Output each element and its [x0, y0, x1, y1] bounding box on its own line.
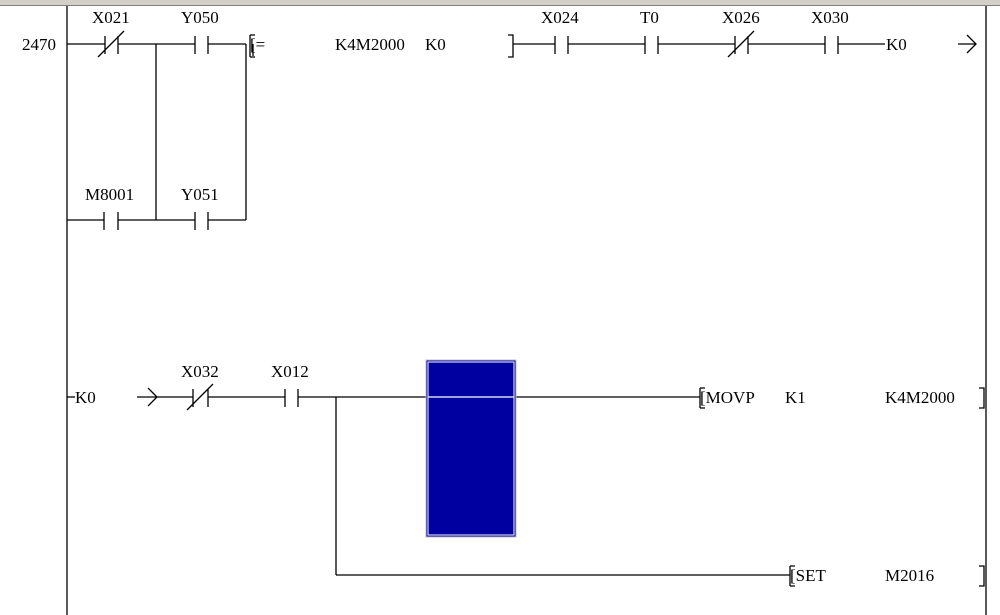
movp-instruction[interactable]: [MOVP K1 K4M2000	[699, 387, 985, 409]
contact-y050[interactable]: Y050	[181, 8, 219, 54]
continuation-arrow-icon	[137, 387, 158, 407]
contact-x032[interactable]: X032	[181, 362, 219, 411]
svg-text:Y050: Y050	[181, 8, 219, 27]
svg-text:K1: K1	[785, 388, 806, 407]
svg-text:K4M2000: K4M2000	[335, 35, 405, 54]
wire	[67, 43, 247, 221]
editor-cursor[interactable]	[425, 359, 517, 538]
svg-text:X021: X021	[92, 8, 130, 27]
svg-text:X032: X032	[181, 362, 219, 381]
contact-x021[interactable]: X021	[92, 8, 130, 58]
svg-text:X026: X026	[722, 8, 760, 27]
contact-x024[interactable]: X024	[541, 8, 579, 54]
toolbar-strip	[0, 0, 1000, 6]
editor-cursor-inner	[427, 361, 515, 536]
contact-y051[interactable]: Y051	[181, 185, 219, 230]
set-instruction[interactable]: [SET M2016	[789, 565, 985, 587]
jump-label-out: K0	[886, 35, 907, 54]
contact-t0[interactable]: T0	[640, 8, 659, 54]
continuation-arrow-icon	[958, 34, 977, 54]
svg-text:K0: K0	[425, 35, 446, 54]
contact-x012[interactable]: X012	[271, 362, 309, 407]
compare-instruction[interactable]: [= K4M2000 K0	[249, 34, 514, 58]
svg-text:[MOVP: [MOVP	[700, 388, 755, 407]
contact-x026[interactable]: X026	[722, 8, 760, 58]
svg-text:X030: X030	[811, 8, 849, 27]
svg-text:K4M2000: K4M2000	[885, 388, 955, 407]
jump-label-in: K0	[75, 388, 96, 407]
svg-text:[=: [=	[250, 35, 265, 54]
svg-text:[SET: [SET	[790, 566, 827, 585]
step-number: 2470	[22, 35, 56, 54]
svg-text:M2016: M2016	[885, 566, 934, 585]
contact-x030[interactable]: X030	[811, 8, 849, 54]
svg-text:Y051: Y051	[181, 185, 219, 204]
svg-text:T0: T0	[640, 8, 659, 27]
svg-text:M8001: M8001	[85, 185, 134, 204]
svg-text:X024: X024	[541, 8, 579, 27]
contact-m8001[interactable]: M8001	[85, 185, 134, 230]
svg-text:X012: X012	[271, 362, 309, 381]
